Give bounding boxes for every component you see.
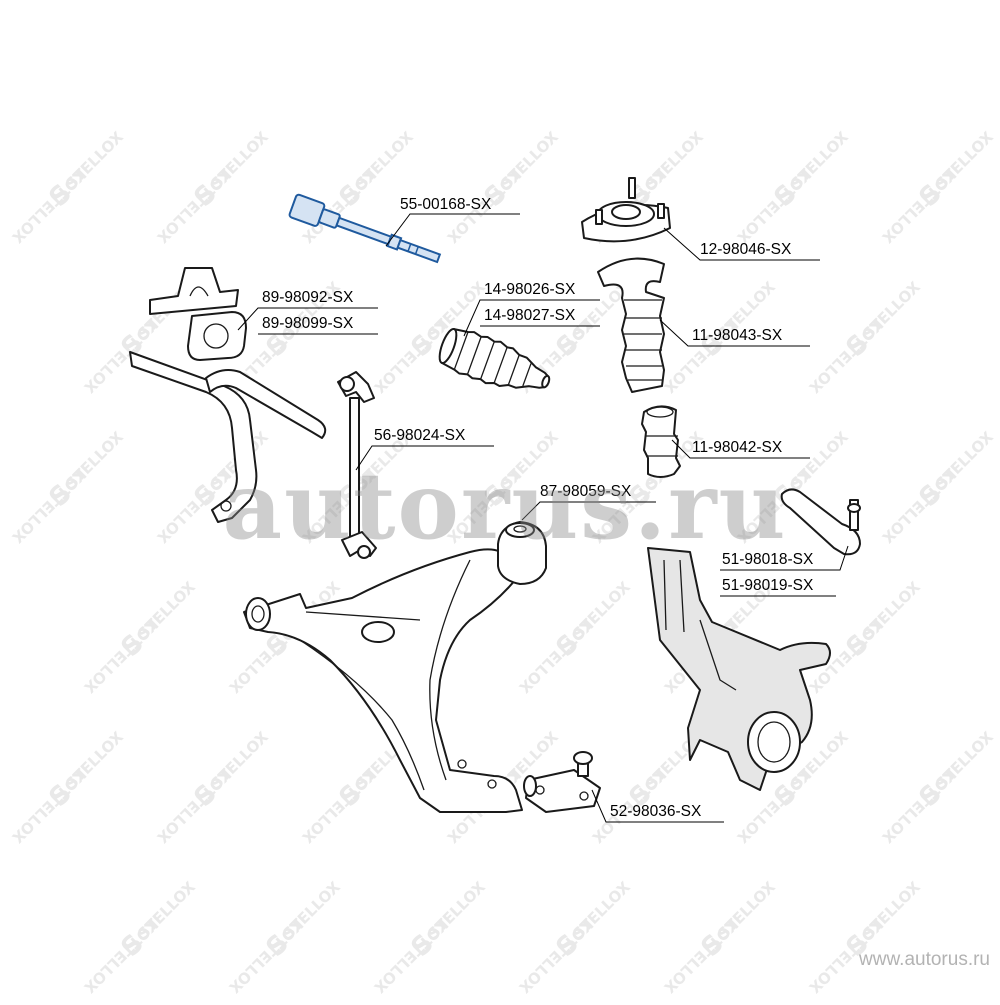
svg-text:STELLOX: STELLOX: [497, 128, 562, 193]
label-steering-boot-alt[interactable]: 14-98027-SX: [484, 307, 576, 324]
svg-text:STELLOX: STELLOX: [787, 128, 852, 193]
svg-text:STELLOX: STELLOX: [207, 128, 272, 193]
label-ball-joint[interactable]: 52-98036-SX: [610, 803, 702, 820]
svg-text:STELLOX: STELLOX: [932, 728, 997, 793]
label-stabilizer-link[interactable]: 56-98024-SX: [374, 427, 466, 444]
svg-text:STELLOX: STELLOX: [134, 878, 199, 943]
label-tie-rod[interactable]: 55-00168-SX: [400, 196, 492, 213]
part-labels: 55-00168-SX 12-98046-SX 89-98092-SX 89-9…: [262, 196, 814, 820]
svg-text:STELLOX: STELLOX: [859, 278, 924, 343]
svg-text:STELLOX: STELLOX: [569, 578, 634, 643]
label-stabilizer-bushing[interactable]: 89-98092-SX: [262, 289, 354, 306]
svg-text:STELLOX: STELLOX: [932, 428, 997, 493]
bump-stop-drawing[interactable]: [641, 405, 681, 478]
svg-text:STELLOX: STELLOX: [642, 128, 707, 193]
svg-text:STELLOX: STELLOX: [134, 578, 199, 643]
label-bump-stop[interactable]: 11-98042-SX: [692, 439, 783, 456]
site-watermark: autorus.ru: [223, 452, 788, 560]
label-steering-boot[interactable]: 14-98026-SX: [484, 281, 576, 298]
stabilizer-bushing-drawing[interactable]: [149, 267, 247, 361]
tie-rod-end-drawing[interactable]: [780, 488, 861, 556]
svg-text:STELLOX: STELLOX: [424, 878, 489, 943]
leader-lines: [237, 213, 849, 823]
svg-text:STELLOX: STELLOX: [62, 128, 127, 193]
svg-text:STELLOX: STELLOX: [932, 128, 997, 193]
svg-text:STELLOX: STELLOX: [62, 428, 127, 493]
svg-text:STELLOX: STELLOX: [62, 728, 127, 793]
label-tie-rod-end-alt[interactable]: 51-98019-SX: [722, 577, 814, 594]
label-stabilizer-bushing-alt[interactable]: 89-98099-SX: [262, 315, 354, 332]
svg-text:STELLOX: STELLOX: [279, 278, 344, 343]
lower-control-arm-drawing[interactable]: [243, 548, 523, 813]
svg-text:STELLOX: STELLOX: [714, 878, 779, 943]
svg-text:STELLOX: STELLOX: [207, 728, 272, 793]
stabilizer-link-drawing[interactable]: [337, 371, 377, 559]
label-arm-bushing[interactable]: 87-98059-SX: [540, 483, 632, 500]
steering-knuckle-drawing: [647, 547, 831, 791]
tie-rod-drawing[interactable]: [288, 193, 443, 270]
arm-bushing-drawing[interactable]: [497, 521, 547, 585]
steering-boot-drawing[interactable]: [435, 323, 556, 403]
ball-joint-drawing[interactable]: [523, 751, 601, 813]
site-url-watermark: www.autorus.ru: [858, 949, 990, 970]
stabilizer-bar-drawing[interactable]: [129, 351, 327, 523]
shock-boot-drawing[interactable]: [597, 257, 665, 393]
strut-mount-drawing[interactable]: [581, 177, 671, 243]
label-shock-boot[interactable]: 11-98043-SX: [692, 327, 783, 344]
svg-text:STELLOX: STELLOX: [787, 428, 852, 493]
svg-text:STELLOX: STELLOX: [352, 128, 417, 193]
svg-text:STELLOX: STELLOX: [859, 878, 924, 943]
label-strut-mount[interactable]: 12-98046-SX: [700, 241, 792, 258]
svg-text:STELLOX: STELLOX: [279, 878, 344, 943]
svg-text:STELLOX: STELLOX: [569, 878, 634, 943]
label-tie-rod-end[interactable]: 51-98018-SX: [722, 551, 814, 568]
svg-text:STELLOX: STELLOX: [859, 578, 924, 643]
